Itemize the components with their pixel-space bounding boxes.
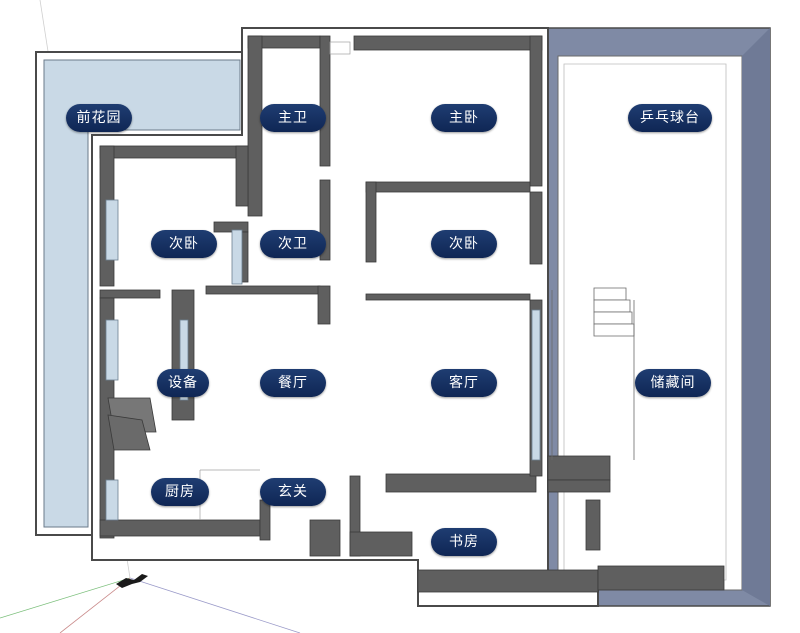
room-label-dining: 餐厅 (260, 369, 326, 397)
staircase (551, 287, 635, 460)
person-silhouette (116, 574, 148, 588)
room-label-second-bedroom-right: 次卧 (431, 230, 497, 258)
walls (99, 35, 725, 593)
room-label-ping-pong: 乒乓球台 (628, 104, 712, 132)
room-label-master-bath: 主卫 (260, 104, 326, 132)
room-label-entrance: 玄关 (260, 478, 326, 506)
room-label-kitchen: 厨房 (151, 478, 209, 506)
windows (105, 199, 541, 521)
room-label-study: 书房 (431, 528, 497, 556)
room-label-second-bath: 次卫 (260, 230, 326, 258)
room-label-master-bedroom: 主卧 (431, 104, 497, 132)
room-label-living: 客厅 (431, 369, 497, 397)
room-label-storage: 储藏间 (635, 369, 711, 397)
room-label-equipment: 设备 (157, 369, 209, 397)
house-slab (91, 27, 599, 607)
room-label-front-garden: 前花园 (66, 104, 132, 132)
room-label-second-bedroom-left: 次卧 (151, 230, 217, 258)
